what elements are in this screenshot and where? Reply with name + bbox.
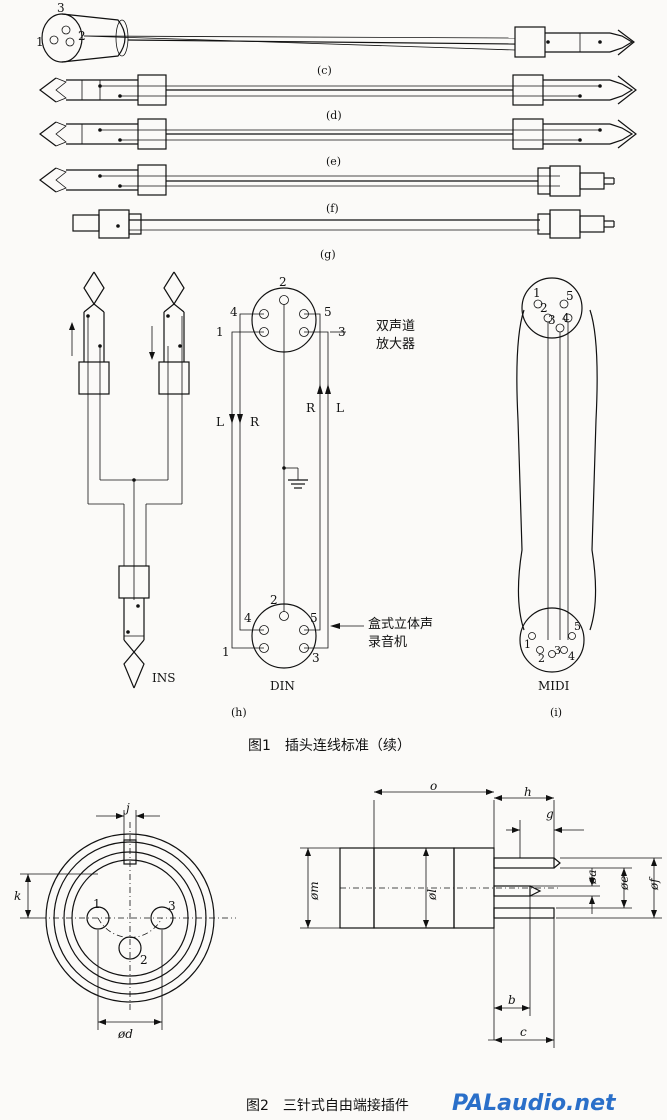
midi-bot-pin4: 4 xyxy=(568,650,575,663)
rec-label-2: 录音机 xyxy=(368,634,407,650)
cable-e: (e) xyxy=(39,118,637,168)
dim-l: øl xyxy=(425,889,439,901)
dim-j: j xyxy=(123,801,130,815)
midi-bot-pin1: 1 xyxy=(524,638,531,651)
dim-a: øa xyxy=(585,870,599,885)
din-label: DIN xyxy=(270,679,295,693)
figure2-caption: 图2 三针式自由端接插件 xyxy=(246,1097,409,1114)
dim-g: g xyxy=(546,807,554,821)
front-view: 1 3 2 j k ød xyxy=(14,801,236,1041)
dim-k: k xyxy=(14,889,21,903)
amp-label-1: 双声道 xyxy=(376,319,415,334)
din-top-pin2: 2 xyxy=(279,275,287,289)
din-bot-pin5: 5 xyxy=(310,611,318,625)
label-f: (f) xyxy=(326,202,339,215)
midi-bot-pin5: 5 xyxy=(574,620,581,633)
c-pin3-label: 3 xyxy=(57,1,65,15)
rec-label-1: 盒式立体声 xyxy=(368,616,433,632)
midi-top-pin4: 4 xyxy=(562,311,570,325)
din-left-L: L xyxy=(216,415,224,429)
figure1-caption: 图1 插头连线标准（续） xyxy=(248,737,411,754)
midi-label: MIDI xyxy=(538,679,570,693)
midi-top-pin2: 2 xyxy=(540,301,548,315)
din-left-R: R xyxy=(250,415,260,429)
dim-m: øm xyxy=(307,881,321,901)
front-pin2: 2 xyxy=(140,953,148,967)
midi-cable: 1 2 3 4 5 1 2 3 4 5 MIDI (i) xyxy=(516,277,598,719)
midi-bot-pin3: 3 xyxy=(554,644,561,657)
dim-b: b xyxy=(508,993,516,1007)
din-top-pin1: 1 xyxy=(216,325,224,339)
din-bot-pin2: 2 xyxy=(270,593,278,607)
label-g: (g) xyxy=(320,248,336,261)
ins-label: INS xyxy=(152,671,175,685)
midi-top-pin3: 3 xyxy=(548,313,556,327)
amp-label-2: 放大器 xyxy=(376,337,415,352)
dim-h: h xyxy=(524,785,532,799)
ins-cable: INS xyxy=(69,271,190,689)
midi-bot-pin2: 2 xyxy=(538,652,545,665)
dim-d: ød xyxy=(117,1027,133,1041)
din-top-pin5: 5 xyxy=(324,305,332,319)
watermark: PALaudio.net xyxy=(452,1091,617,1116)
c-pin2-label: 2 xyxy=(78,29,86,43)
label-i: (i) xyxy=(550,706,562,719)
midi-top-pin1: 1 xyxy=(533,286,541,300)
label-d: (d) xyxy=(326,109,342,122)
dim-f: øf xyxy=(647,876,661,891)
c-pin1-label: 1 xyxy=(36,35,44,49)
label-c: (c) xyxy=(317,64,332,77)
cable-f: (f) xyxy=(39,164,615,215)
side-view: o h g øm øl øa øe xyxy=(300,779,662,1048)
midi-top-pin5: 5 xyxy=(566,289,574,303)
dim-e: øe xyxy=(617,876,631,891)
label-e: (e) xyxy=(326,155,341,168)
din-cable: 2 4 5 1 3 双声道 放大器 2 4 5 1 3 盒式立体声 录音机 xyxy=(216,275,433,719)
front-pin1: 1 xyxy=(93,897,101,911)
cable-c: 3 1 2 (c) xyxy=(36,1,635,77)
din-right-R: R xyxy=(306,401,316,415)
cable-d: (d) xyxy=(39,74,637,122)
dim-c: c xyxy=(520,1025,527,1039)
dim-o: o xyxy=(430,779,437,793)
din-bot-pin3: 3 xyxy=(312,651,320,665)
cable-g: (g) xyxy=(72,209,615,261)
din-right-L: L xyxy=(336,401,344,415)
front-pin3: 3 xyxy=(168,899,176,913)
din-top-pin4: 4 xyxy=(230,305,238,319)
din-bot-pin1: 1 xyxy=(222,645,230,659)
label-h: (h) xyxy=(231,706,247,719)
din-bot-pin4: 4 xyxy=(244,611,252,625)
